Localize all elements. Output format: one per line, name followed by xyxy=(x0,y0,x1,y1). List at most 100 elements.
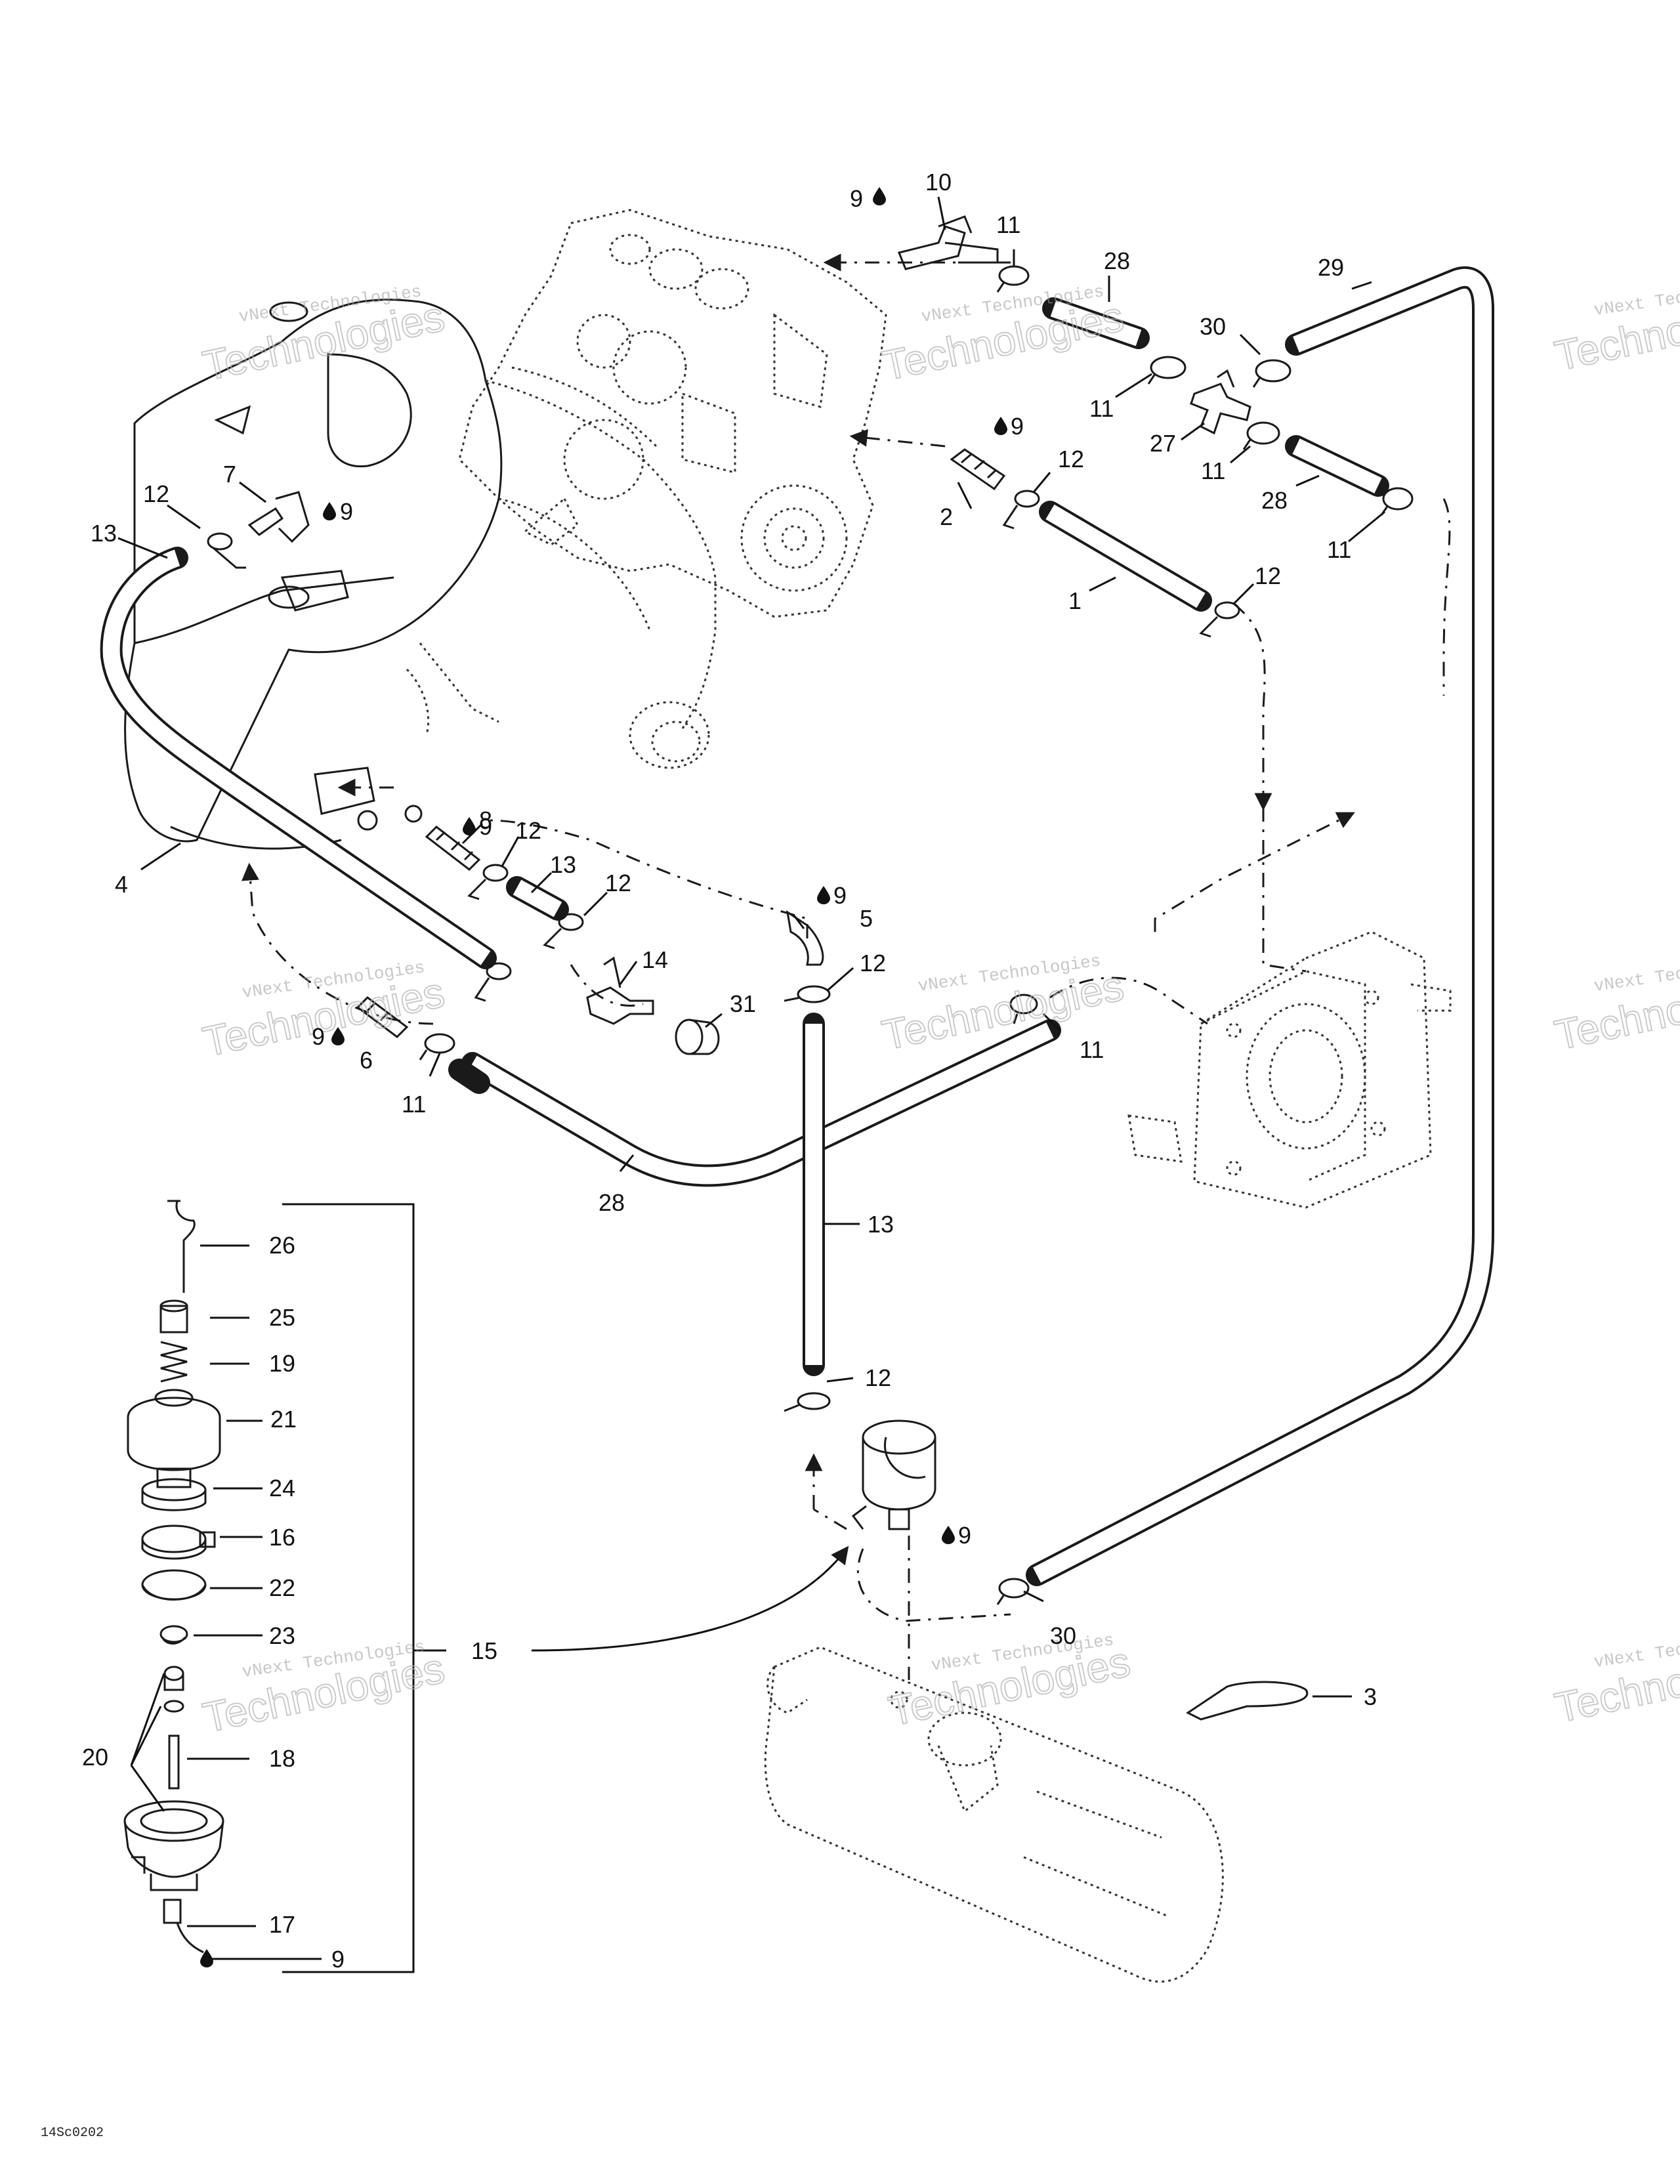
clamp-12-d xyxy=(467,864,509,900)
callout-22: 22 xyxy=(269,1574,295,1601)
hose-28-bottom xyxy=(461,1019,1061,1187)
callout-24: 24 xyxy=(269,1475,295,1502)
flow-lines xyxy=(242,253,1451,1680)
engine-block xyxy=(458,209,887,618)
callouts: 1 2 3 4 5 6 7 8 9 9 9 9 9 9 9 9 10 11 11… xyxy=(82,169,1377,1973)
tee-fitting-27 xyxy=(1190,369,1251,435)
drawing-code: 14Sc0202 xyxy=(41,2126,104,2141)
fitting-2 xyxy=(950,448,1006,491)
small-tank xyxy=(851,1419,936,1530)
callout-9-c: 9 xyxy=(340,498,353,525)
assembly-15-exploded xyxy=(123,1200,224,1954)
watermark-text: Techno xyxy=(1551,984,1680,1059)
callout-25: 25 xyxy=(269,1304,295,1331)
callout-15: 15 xyxy=(471,1637,497,1664)
callout-10: 10 xyxy=(925,169,952,196)
clamp-11-f xyxy=(419,1033,455,1060)
hose-13-left xyxy=(100,547,497,969)
callout-2: 2 xyxy=(940,503,953,530)
callout-13-a: 13 xyxy=(91,520,117,547)
clamp-12-h xyxy=(474,962,512,1002)
callout-28-c: 28 xyxy=(598,1189,625,1216)
callout-11-f: 11 xyxy=(402,1091,426,1118)
clamp-11-e xyxy=(1009,994,1038,1024)
callout-27: 27 xyxy=(1150,430,1176,457)
clamp-12-b xyxy=(1002,490,1040,530)
clamp-30-b xyxy=(996,1578,1030,1605)
callout-28-b: 28 xyxy=(1261,487,1288,514)
hose-28-lower-left xyxy=(448,1059,490,1094)
y-fitting-14 xyxy=(586,956,654,1025)
clamp-11-d xyxy=(1380,487,1414,516)
callout-9-e: 9 xyxy=(833,882,847,909)
exploded-leaders xyxy=(130,1244,849,1960)
callout-23: 23 xyxy=(269,1622,295,1649)
callout-11-a: 11 xyxy=(996,211,1020,238)
callout-9-h: 9 xyxy=(331,1946,345,1973)
callout-12-c: 12 xyxy=(1255,562,1281,589)
callout-31: 31 xyxy=(730,990,756,1017)
tie-wrap-3 xyxy=(1186,1681,1309,1721)
oil-drop-icon xyxy=(323,502,336,520)
callout-11-e: 11 xyxy=(1080,1036,1104,1063)
clamp-12-a xyxy=(207,532,246,569)
clamp-12-f xyxy=(784,985,831,1003)
callout-11-d: 11 xyxy=(1327,536,1351,563)
callout-9-g: 9 xyxy=(958,1522,971,1549)
clamp-11-c xyxy=(1242,421,1280,450)
callout-17: 17 xyxy=(269,1911,295,1938)
reservoir-housing xyxy=(124,299,717,850)
hose-28-upper xyxy=(1042,297,1150,349)
callout-12-d: 12 xyxy=(515,817,541,844)
callout-29: 29 xyxy=(1318,254,1344,281)
callout-11-c: 11 xyxy=(1201,457,1225,484)
fitting-8 xyxy=(425,826,481,871)
clamp-11-a xyxy=(996,265,1030,293)
oil-drop-icon xyxy=(942,1526,955,1544)
oil-drop-icon xyxy=(817,886,830,904)
callout-12-b: 12 xyxy=(1058,446,1084,472)
callout-8: 8 xyxy=(479,807,492,833)
callout-9-b: 9 xyxy=(1011,413,1024,440)
clamp-12-c xyxy=(1199,601,1240,638)
callout-leaders xyxy=(117,196,1385,1698)
callout-21: 21 xyxy=(270,1406,297,1433)
callout-20: 20 xyxy=(82,1744,108,1771)
callout-18: 18 xyxy=(269,1745,295,1772)
oil-drop-icon xyxy=(994,417,1007,435)
elbow-fitting-10 xyxy=(897,215,999,270)
callout-3: 3 xyxy=(1364,1683,1377,1710)
callout-28-a: 28 xyxy=(1104,247,1130,274)
hose-29 xyxy=(1026,266,1494,1586)
callout-26: 26 xyxy=(269,1232,295,1259)
clamp-12-g xyxy=(784,1392,831,1412)
callout-12-f: 12 xyxy=(860,950,886,976)
hose-28-right xyxy=(1285,435,1389,497)
callout-12-a: 12 xyxy=(143,480,169,507)
clamp-11-b xyxy=(1147,356,1186,385)
cap-31 xyxy=(675,1018,720,1055)
callout-6: 6 xyxy=(360,1047,373,1074)
throttle-plate xyxy=(1127,931,1452,1209)
callout-9-a: 9 xyxy=(850,185,863,212)
watermarks: vNext Technologies Technologies vNext Te… xyxy=(198,282,1680,1742)
callout-1: 1 xyxy=(1068,587,1082,614)
callout-13-b: 13 xyxy=(550,851,576,878)
callout-9-f: 9 xyxy=(312,1023,325,1050)
oil-drop-icon xyxy=(873,187,886,205)
assembly-bracket xyxy=(282,1203,446,1973)
muffler xyxy=(764,1646,1224,1983)
elbow-fitting-5 xyxy=(786,910,824,966)
elbow-fitting-7 xyxy=(247,491,310,543)
clamp-12-e xyxy=(543,913,584,950)
oil-drop-icon xyxy=(463,817,476,835)
callout-9-d: 9 xyxy=(479,813,492,840)
callout-16: 16 xyxy=(269,1524,295,1551)
callout-30-b: 30 xyxy=(1050,1622,1076,1649)
callout-14: 14 xyxy=(642,946,668,973)
hose-13-short xyxy=(506,876,569,921)
callout-5: 5 xyxy=(860,905,873,932)
callout-19: 19 xyxy=(269,1350,295,1377)
callout-13-c: 13 xyxy=(868,1211,894,1238)
